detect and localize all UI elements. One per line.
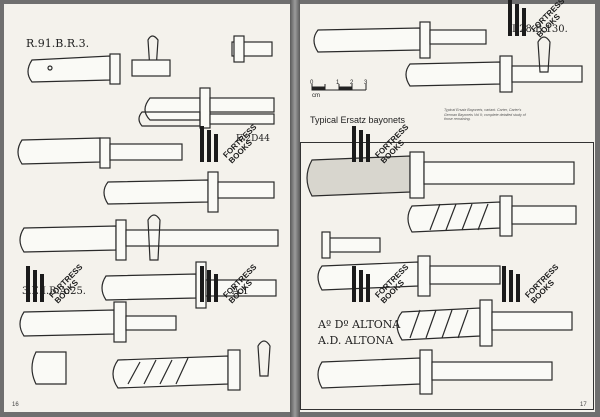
- bayonet-drawing: [405, 36, 583, 93]
- bayonet-drawing: [313, 21, 487, 59]
- book-gutter: [290, 0, 300, 417]
- bayonet-drawing: [231, 35, 273, 63]
- scale-tick: 1: [336, 80, 340, 86]
- page-number: 16: [12, 402, 19, 408]
- watermark-logo-icon: [200, 126, 218, 162]
- watermark: FORTRESS BOOKS: [200, 122, 260, 166]
- watermark-logo-icon: [502, 266, 520, 302]
- bayonet-drawing: [321, 231, 381, 259]
- scale-tick: 3: [364, 80, 368, 86]
- marking-label: II.28.B.130.: [508, 24, 568, 35]
- watermark-logo-icon: [352, 126, 370, 162]
- marking-label: Aº Dº ALTONA: [318, 318, 401, 331]
- figure-caption: Typical Ersatz bayonets: [310, 115, 406, 125]
- marking-label: R.91.B.R.3.: [26, 37, 90, 50]
- bayonet-drawing: [138, 111, 201, 127]
- scale-tick: 0: [310, 80, 314, 86]
- watermark-logo-icon: [26, 266, 44, 302]
- marking-label: 3.E.I.B.A.25.: [22, 286, 86, 297]
- bayonet-drawing: [396, 299, 573, 347]
- marking-label: A.D. ALTONA: [318, 334, 394, 347]
- bayonet-drawing: [306, 151, 575, 199]
- watermark: FORTRESS BOOKS: [502, 262, 562, 306]
- watermark: FORTRESS BOOKS: [352, 122, 412, 166]
- watermark: FORTRESS BOOKS: [352, 262, 412, 306]
- bayonet-drawing: [103, 171, 275, 213]
- scale-unit: cm: [312, 93, 320, 99]
- bayonet-drawing: [19, 214, 279, 261]
- bayonet-drawing: [27, 35, 159, 85]
- side-note: Typical Ersatz Bayonets, variant. Carter…: [444, 108, 526, 122]
- watermark: FORTRESS BOOKS: [200, 262, 260, 306]
- bayonet-drawing: [317, 349, 553, 395]
- bayonet-drawing: [407, 195, 577, 237]
- watermark-logo-icon: [200, 266, 218, 302]
- illustration-frame: [300, 142, 594, 410]
- watermark: FORTRESS BOOKS: [26, 262, 86, 306]
- bayonet-drawing: [131, 59, 171, 77]
- bayonet-drawing: [31, 340, 271, 391]
- bayonet-drawing: [19, 301, 177, 343]
- watermark-logo-icon: [508, 0, 526, 36]
- watermark-logo-icon: [352, 266, 370, 302]
- marking-label: A.1: [232, 286, 249, 297]
- bayonet-drawing: [144, 87, 275, 129]
- scale-tick: 2: [350, 80, 354, 86]
- marking-label: E.2D44: [236, 134, 270, 144]
- bayonet-drawing: [317, 255, 501, 297]
- watermark: FORTRESS BOOKS: [508, 0, 568, 40]
- bayonet-drawing: [17, 137, 183, 169]
- page-number: 17: [580, 402, 587, 408]
